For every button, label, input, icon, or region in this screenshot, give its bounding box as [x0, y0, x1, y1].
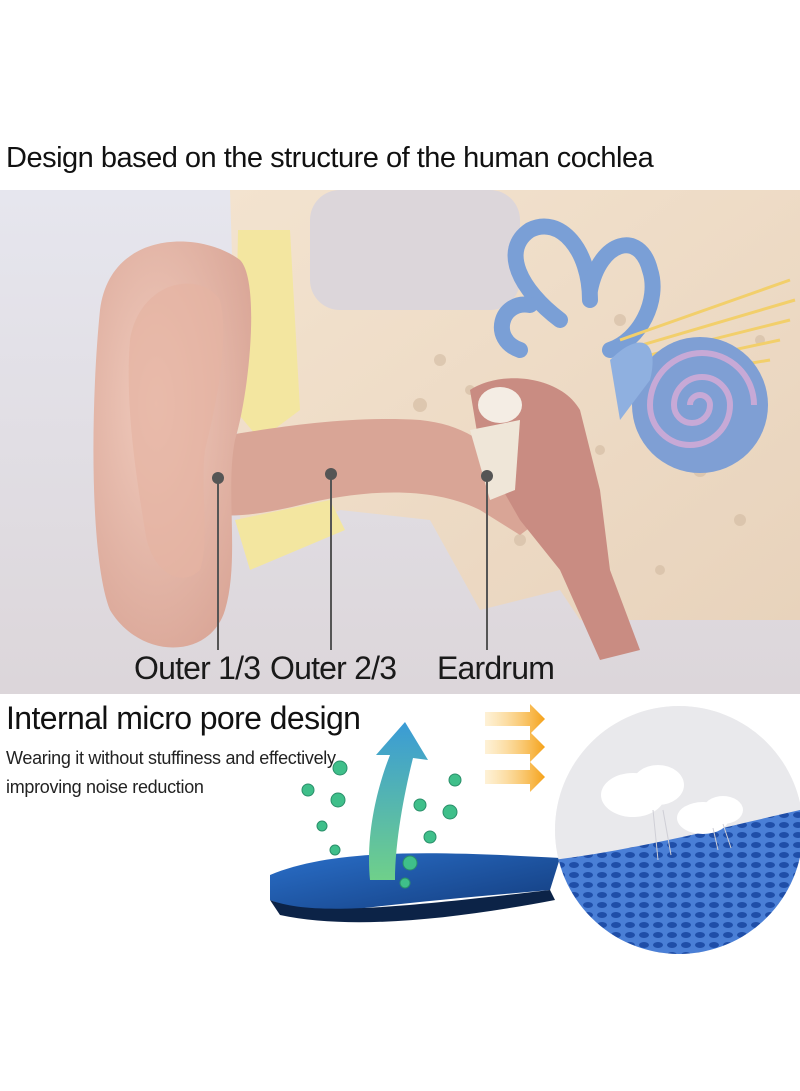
cartilage-upper — [235, 230, 300, 440]
porous-surface — [555, 810, 800, 954]
section-description-line1: Wearing it without stuffiness and effect… — [6, 748, 336, 768]
ear-canal — [200, 419, 540, 535]
ear-anatomy-illustration — [0, 190, 800, 694]
ventilation-arrow — [369, 722, 428, 880]
page-title: Design based on the structure of the hum… — [6, 142, 654, 174]
semicircular-canals — [494, 218, 661, 358]
eardrum-label: Eardrum — [437, 650, 555, 686]
airflow-arrows — [485, 704, 545, 792]
section-description-line2: improving noise reduction — [6, 777, 204, 797]
vapor-clouds — [601, 765, 743, 834]
outer-two-thirds-label: Outer 2/3 — [270, 650, 397, 686]
eardrum-ossicles — [470, 420, 520, 500]
membrane-layer — [270, 853, 560, 915]
micropore-membrane-illustration — [270, 700, 570, 940]
section-heading: Internal micro pore design — [6, 700, 361, 736]
air-bubbles — [301, 760, 462, 889]
cartilage-lower — [235, 500, 345, 570]
micropore-closeup-illustration — [553, 700, 800, 960]
outer-third-label: Outer 1/3 — [134, 650, 261, 686]
